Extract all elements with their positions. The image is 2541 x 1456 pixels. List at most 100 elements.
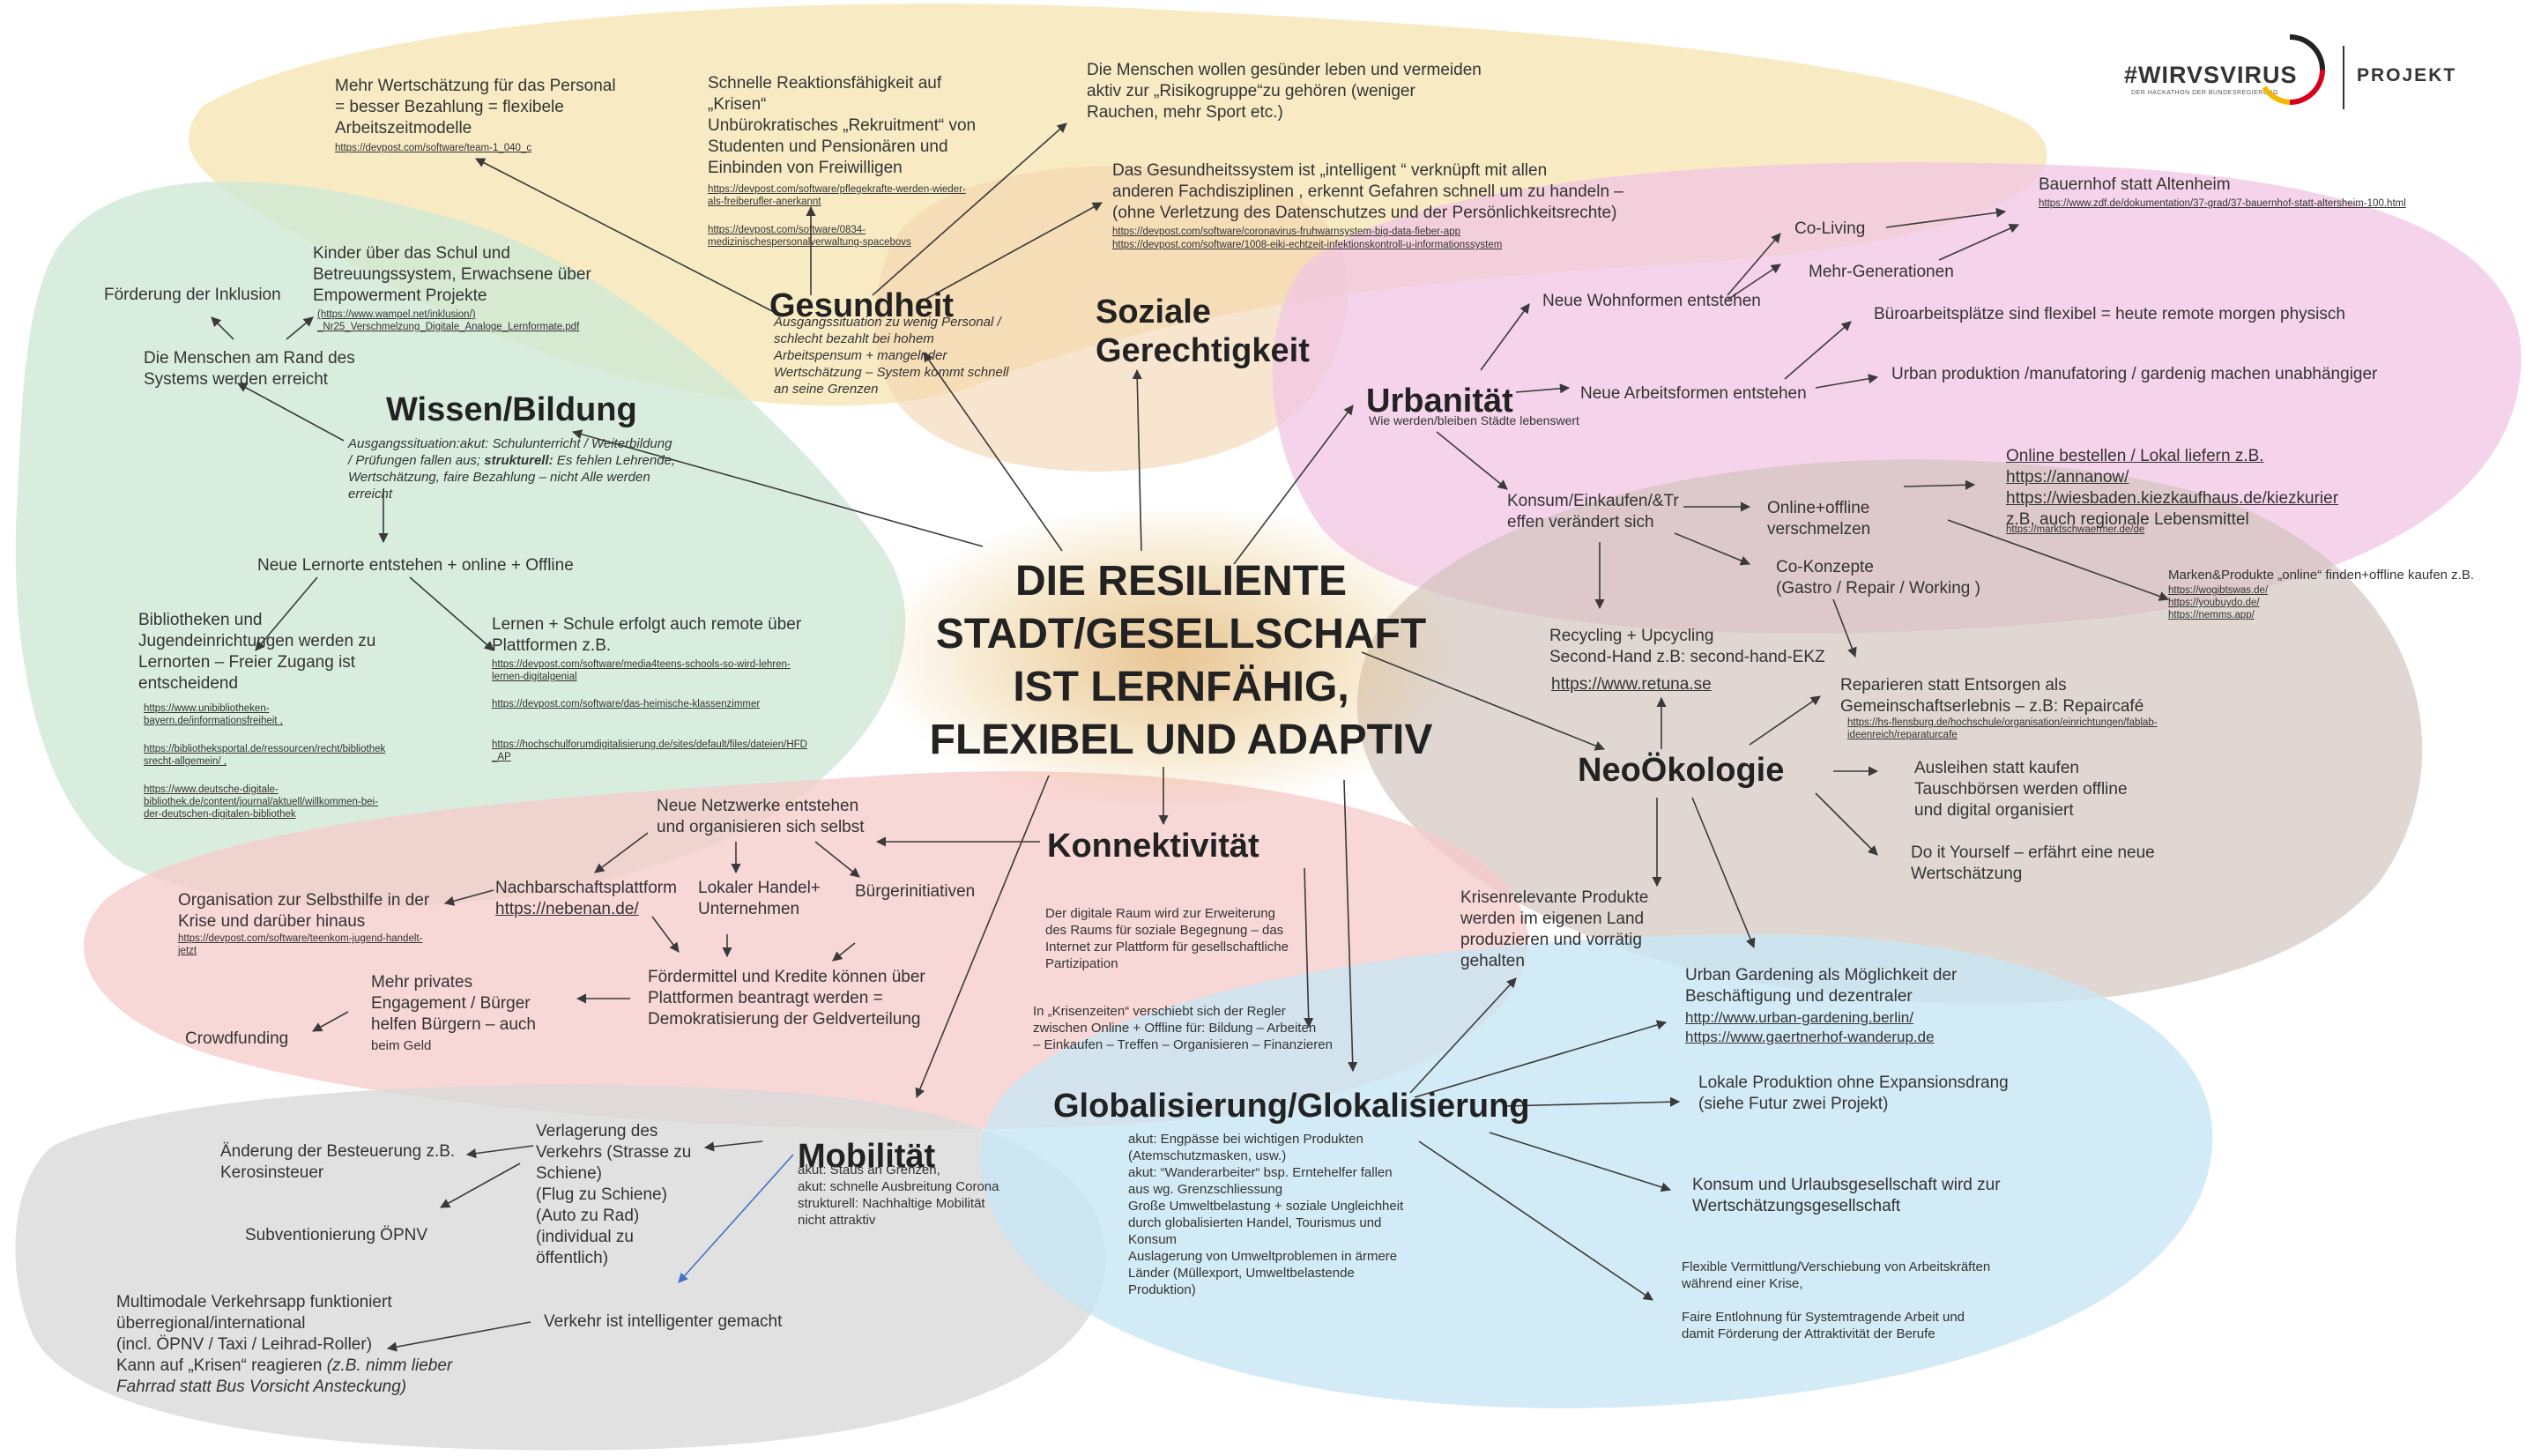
arrow-u-coko (1674, 532, 1751, 566)
arrow-g-n1 (475, 158, 776, 314)
arrow-g-n3 (872, 123, 1067, 296)
node-lernen-remote: Lernen + Schule erfolgt auch remote über… (492, 615, 802, 655)
arrow-k-foerder1 (651, 916, 680, 953)
arrow-n-gardening (1691, 797, 1756, 949)
arrow-center-urbanitaet (1233, 405, 1354, 565)
verkehrsapp-text: Multimodale Verkehrsapp funktioniert übe… (116, 1293, 392, 1375)
node-lokale-produktion: Lokale Produktion ohne Expansionsdrang (… (1698, 1073, 2009, 1113)
logo-ring-icon (2262, 34, 2325, 105)
node-verkehrsapp: Multimodale Verkehrsapp funktioniert übe… (116, 1292, 452, 1398)
wissen-sit-a: Ausgangssituation:akut: Schulunterricht … (348, 436, 672, 468)
node-urban-produktion: Urban produktion /manufatoring / gardeni… (1891, 365, 2378, 383)
node-flexible-vermittlung: Flexible Vermittlung/Verschiebung von Ar… (1682, 1259, 1991, 1341)
wissen-sit-b: strukturell: (484, 453, 554, 468)
wissen-ausgangssituation: Ausgangssituation:akut: Schulunterricht … (348, 435, 675, 502)
wirvsvirus-logo: #WIRVSVIRUS DER HACKATHON DER BUNDESREGI… (2124, 28, 2494, 116)
link-kiezkaufhaus[interactable]: https://wiesbaden.kiezkaufhaus.de/kiezku… (2006, 489, 2339, 508)
arrow-m-oepnv (440, 1163, 521, 1208)
link-bibliotheksportal[interactable]: https://bibliotheksportal.de/ressourcen/… (144, 744, 386, 767)
link-marktschwaermer[interactable]: https://marktschwaermer.de/de (2006, 524, 2145, 535)
center-image-glow (890, 511, 1454, 802)
link-bauernhof[interactable]: https://www.zdf.de/dokumentation/37-grad… (2039, 198, 2406, 209)
arrow-k-buerger (814, 841, 860, 878)
link-nebenan[interactable]: https://nebenan.de/ (495, 900, 639, 918)
link-deutsche-digitale-bibliothek[interactable]: https://www.deutsche-digitale- bibliothe… (144, 784, 378, 820)
arrow-m-intelligent (678, 1154, 794, 1283)
link-hochschulforum[interactable]: https://hochschulforumdigitalisierung.de… (492, 739, 807, 762)
node-urban-gardening: Urban Gardening als Möglichkeit der Besc… (1685, 966, 1958, 1006)
link-unibibliotheken[interactable]: https://www.unibibliotheken- bayern.de/i… (144, 703, 283, 726)
arrow-center-soziale (1132, 368, 1142, 552)
arrow-u-cokonzepte-rep (1832, 598, 1857, 658)
node-nachbarschaftsplattform: Nachbarschaftsplattform (495, 879, 677, 897)
center-node: DIE RESILIENTE STADT/GESELLSCHAFT IST LE… (881, 529, 1481, 793)
link-urban-gardening-berlin[interactable]: http://www.urban-gardening.berlin/ (1685, 1009, 1913, 1026)
wissen-sit-c: Es fehlen Lehrende, Wertschätzung, faire… (348, 453, 676, 501)
verkehrsapp-italic: (z.B. nimm lieber Fahrrad statt Bus Vors… (116, 1356, 453, 1396)
gesundheit-ausgangssituation: Ausgangssituation zu wenig Personal / sc… (774, 315, 1009, 397)
arrow-k-crowd (312, 1011, 349, 1032)
node-besteuerung: Änderung der Besteuerung z.B. Kerosinste… (220, 1142, 456, 1182)
node-neue-wohnformen: Neue Wohnformen entstehen (1542, 292, 1761, 310)
arrow-u-coliving (1727, 233, 1781, 296)
node-co-konzepte: Co-Konzepte (Gastro / Repair / Working ) (1776, 558, 1980, 598)
arrow-u-bauernhof1 (1885, 207, 2007, 228)
center-title: DIE RESILIENTE STADT/GESELLSCHAFT IST LE… (929, 558, 1433, 763)
heading-soziale-gerechtigkeit: Soziale Gerechtigkeit (1096, 293, 1310, 369)
link-retuna[interactable]: https://www.retuna.se (1551, 675, 1712, 694)
node-selbsthilfe: Organisation zur Selbsthilfe in der Kris… (178, 891, 430, 931)
heading-konnektivitaet: Konnektivität (1047, 828, 1259, 865)
link-teenkom[interactable]: https://devpost.com/software/teenkom-jug… (178, 933, 423, 956)
arrow-u-online (1903, 479, 1976, 490)
node-verkehr-intelligent: Verkehr ist intelligenter gemacht (544, 1312, 783, 1331)
link-pflegekraefte[interactable]: https://devpost.com/software/pflegekraft… (708, 184, 966, 207)
cluster-soziale (874, 166, 1349, 472)
node-wertschaetzungsgesellschaft: Konsum und Urlaubsgesellschaft wird zur … (1692, 1176, 2001, 1215)
arrow-u-buero (1784, 321, 1852, 380)
arrow-u-marken (1947, 519, 2170, 601)
arrow-w-bib (255, 576, 318, 651)
node-buergerinitiativen: Bürgerinitiativen (855, 882, 976, 901)
arrow-u-arbeit (1515, 383, 1571, 394)
link-media4teens[interactable]: https://devpost.com/software/media4teens… (492, 659, 791, 682)
link-repaircafe[interactable]: https://hs-flensburg.de/hochschule/organ… (1847, 717, 2158, 740)
arrow-n-diy (1815, 792, 1878, 856)
arrow-gl-konsum (1489, 1132, 1672, 1192)
link-gaertnerhof[interactable]: https://www.gaertnerhof-wanderup.de (1685, 1029, 1935, 1045)
link-team1[interactable]: https://devpost.com/software/team-1_040_… (335, 143, 532, 153)
link-annanow[interactable]: https://annanow/ (2006, 468, 2129, 487)
node-mehr-generationen: Mehr-Generationen (1809, 263, 1954, 281)
arrow-center-neooekologie (1361, 651, 1606, 751)
heading-neooekologie: NeoÖkologie (1578, 752, 1785, 789)
node-bueroarbeitsplaetze: Büroarbeitsplätze sind flexibel = heute … (1874, 305, 2345, 323)
link-eiki[interactable]: https://devpost.com/software/1008-eiki-e… (1112, 240, 1503, 250)
link-personalverwaltung[interactable]: https://devpost.com/software/0834- mediz… (708, 225, 911, 248)
logo-divider (2343, 46, 2344, 109)
arrow-gl-krisen (1409, 977, 1517, 1094)
node-konsum-veraendert: Konsum/Einkaufen/&Tr effen verändert sic… (1507, 492, 1679, 531)
arrow-g-n4 (916, 202, 1103, 305)
cluster-globalisierung (980, 934, 2213, 1408)
node-wertschaetzung-personal: Mehr Wertschätzung für das Personal = be… (335, 77, 616, 137)
arrow-n-rep (1749, 695, 1821, 746)
node-online-offline: Online+offline verschmelzen (1767, 499, 1871, 539)
arrow-center-mobilitaet (915, 775, 1050, 1099)
links-marken[interactable]: https://wogibtswas.de/ https://youbuydo.… (2168, 585, 2269, 620)
node-subventionierung-oepnv: Subventionierung ÖPNV (245, 1226, 428, 1244)
node-lokaler-handel: Lokaler Handel+ Unternehmen (698, 879, 821, 918)
node-digitaler-raum: Der digitale Raum wird zur Erweiterung d… (1045, 906, 1289, 971)
arrow-m-verlagerung (703, 1140, 763, 1152)
node-online-bestellen: Online bestellen / Lokal liefern z.B. (2006, 447, 2264, 465)
cluster-mobilitaet (15, 1084, 1106, 1451)
link-klassenzimmer[interactable]: https://devpost.com/software/das-heimisc… (492, 699, 761, 709)
heading-wissen-bildung: Wissen/Bildung (386, 391, 637, 428)
link-fruehwarnsystem[interactable]: https://devpost.com/software/coronavirus… (1112, 227, 1461, 237)
cluster-wissen (15, 181, 906, 908)
arrow-w-inklusion (211, 316, 234, 340)
arrow-w-lernen (409, 576, 494, 651)
link-wampel[interactable]: (https://www.wampel.net/inklusion/) _Nr2… (317, 309, 580, 332)
arrow-m-besteuerung (465, 1145, 534, 1159)
node-bauernhof: Bauernhof statt Altenheim (2039, 175, 2231, 194)
logo-badge: PROJEKT (2357, 65, 2457, 85)
